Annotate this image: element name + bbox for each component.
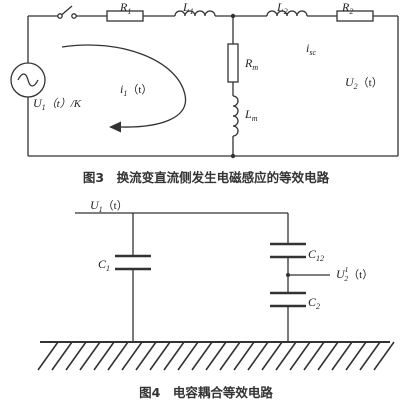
ground-hatch-stroke <box>331 341 353 371</box>
label-u1-fig4: U1（t） <box>90 198 128 214</box>
arrow-head-icon <box>109 121 121 133</box>
figure4-caption: 图4 电容耦合等效电路 <box>139 385 273 400</box>
ground-hatch-stroke <box>303 341 325 371</box>
switch-blade <box>61 5 73 16</box>
label-r1: R1 <box>119 0 131 16</box>
inductor-l2 <box>266 10 308 17</box>
ground-hatch-stroke <box>247 341 269 371</box>
ground-hatch-stroke <box>107 341 129 371</box>
inductor-lm <box>232 95 239 137</box>
switch-contact-right <box>71 13 77 19</box>
ground-hatch-stroke <box>289 341 311 371</box>
figure3-circuit: R1 L1 L2 R2 Rm Lm i1（t） isc U2（t） U1（t）/… <box>10 0 399 185</box>
ground-hatch-stroke <box>219 341 241 371</box>
ground-hatch-stroke <box>37 341 59 371</box>
label-i1: i1（t） <box>120 82 152 98</box>
label-rm: Rm <box>244 56 258 72</box>
ground-hatch-stroke <box>205 341 227 371</box>
ground-hatch-stroke <box>121 341 143 371</box>
label-c1: C1 <box>98 257 110 273</box>
ground-hatch-stroke <box>135 341 157 371</box>
resistor-rm <box>227 43 239 83</box>
label-l1: L1 <box>182 0 194 16</box>
ground-hatch-stroke <box>65 341 87 371</box>
ground-hatch-stroke <box>261 341 283 371</box>
label-c2: C2 <box>308 295 320 311</box>
label-u1: U1（t）/K <box>33 96 82 112</box>
loop-current-arrow <box>61 44 187 128</box>
ground-hatch-stroke <box>373 341 395 371</box>
label-r2: R2 <box>341 0 353 16</box>
figure3-caption: 图3 换流变直流侧发生电磁感应的等效电路 <box>83 170 330 185</box>
ground-hatch-stroke <box>345 341 367 371</box>
label-l2: L2 <box>276 0 288 16</box>
inductor-l1 <box>174 10 216 17</box>
ground-hatch-stroke <box>275 341 297 371</box>
ground-hatch-stroke <box>177 341 199 371</box>
label-c12: C12 <box>308 247 324 263</box>
label-lm: Lm <box>244 107 258 123</box>
ground-hatch-stroke <box>317 341 339 371</box>
switch-contact-left <box>57 13 63 19</box>
ground-hatch-stroke <box>149 341 171 371</box>
ground-hatch-stroke <box>163 341 185 371</box>
output-junction <box>286 273 290 277</box>
label-u2: U2（t） <box>345 75 383 91</box>
ground-hatch-stroke <box>359 341 381 371</box>
ground-hatch-stroke <box>233 341 255 371</box>
label-isc: isc <box>306 41 316 57</box>
ground-hatch-icon <box>37 341 395 371</box>
ground-hatch-stroke <box>93 341 115 371</box>
ground-hatch-stroke <box>79 341 101 371</box>
ground-hatch-stroke <box>191 341 213 371</box>
sine-wave-icon <box>17 73 39 87</box>
ground-hatch-stroke <box>51 341 73 371</box>
